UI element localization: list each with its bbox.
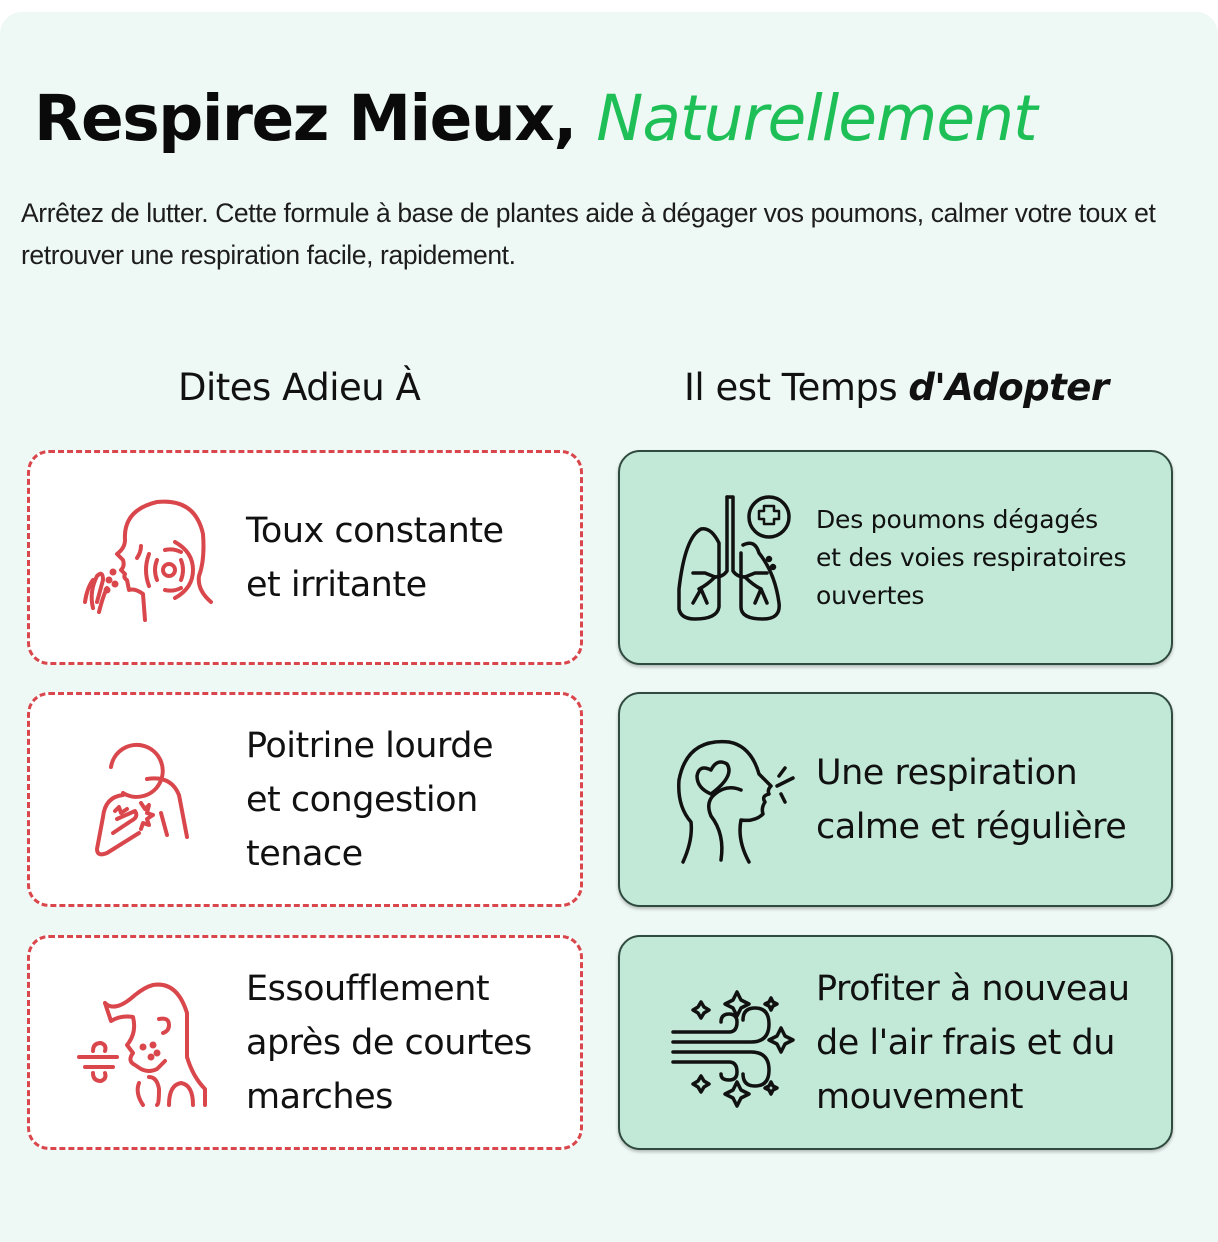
coughing-person-icon bbox=[72, 483, 222, 633]
right-heading-strong: d'Adopter bbox=[908, 366, 1109, 409]
symptom-text: Poitrine lourde et congestion tenace bbox=[246, 725, 494, 874]
benefit-text: Des poumons dégagés et des voies respira… bbox=[816, 504, 1127, 610]
symptom-text: Toux constante et irritante bbox=[246, 510, 504, 605]
right-heading-plain: Il est Temps bbox=[684, 366, 909, 409]
calm-breathing-icon bbox=[666, 730, 806, 870]
healthy-lungs-icon bbox=[666, 488, 806, 628]
left-column-heading: Dites Adieu À bbox=[178, 366, 421, 409]
page-title: Respirez Mieux, Naturellement bbox=[34, 82, 1038, 155]
title-main: Respirez Mieux, bbox=[34, 82, 597, 155]
fresh-air-icon bbox=[666, 973, 806, 1113]
benefit-card-lungs: Des poumons dégagés et des voies respira… bbox=[618, 450, 1173, 665]
page-subtitle: Arrêtez de lutter. Cette formule à base … bbox=[21, 198, 1156, 270]
benefit-card-breathing: Une respiration calme et régulière bbox=[618, 692, 1173, 907]
chest-pain-icon bbox=[72, 725, 222, 875]
symptom-card-breathless: Essoufflement après de courtes marches bbox=[27, 935, 583, 1150]
symptom-text: Essoufflement après de courtes marches bbox=[246, 968, 532, 1117]
benefits-panel: Respirez Mieux, Naturellement Arrêtez de… bbox=[0, 12, 1218, 1242]
symptom-card-cough: Toux constante et irritante bbox=[27, 450, 583, 665]
symptom-card-chest: Poitrine lourde et congestion tenace bbox=[27, 692, 583, 907]
benefit-card-fresh-air: Profiter à nouveau de l'air frais et du … bbox=[618, 935, 1173, 1150]
benefit-text: Profiter à nouveau de l'air frais et du … bbox=[816, 968, 1130, 1117]
title-accent: Naturellement bbox=[596, 82, 1038, 155]
shortness-of-breath-icon bbox=[72, 968, 222, 1118]
benefit-text: Une respiration calme et régulière bbox=[816, 752, 1127, 847]
right-column-heading: Il est Temps d'Adopter bbox=[684, 366, 1109, 409]
